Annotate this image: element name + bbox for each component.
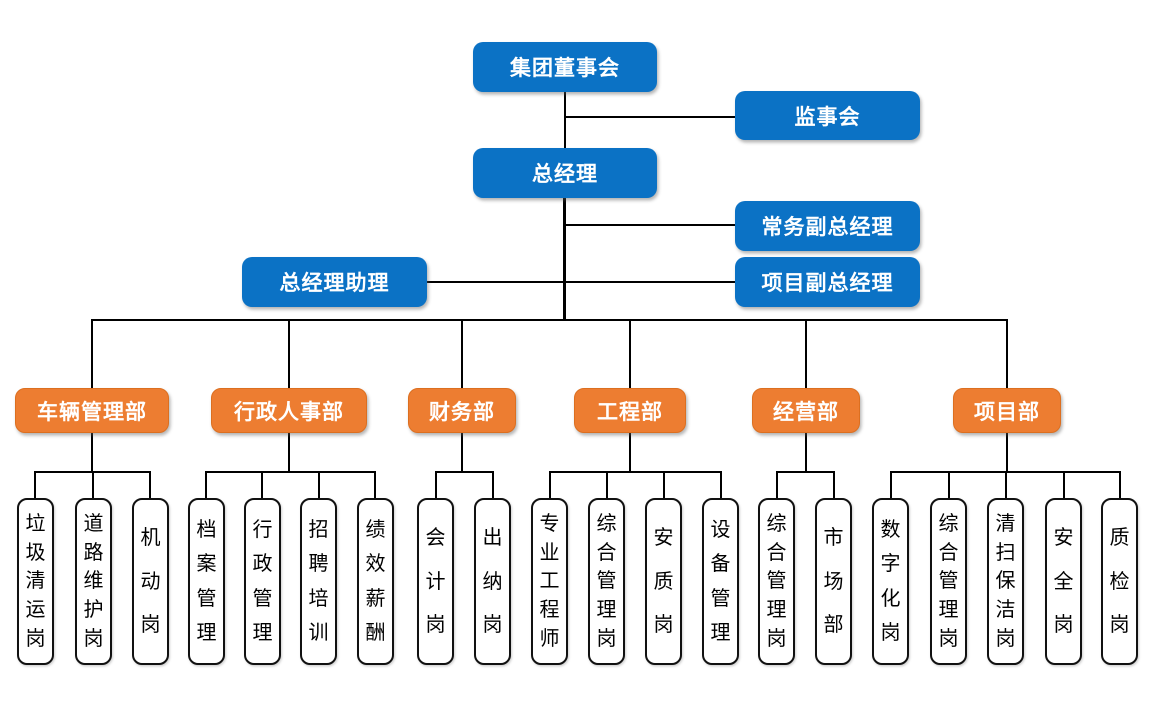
connector-line bbox=[565, 116, 735, 118]
connector-line bbox=[1119, 471, 1121, 498]
connector-line bbox=[149, 471, 151, 498]
connector-line bbox=[34, 471, 36, 498]
position-node: 行政管理 bbox=[244, 498, 281, 665]
connector-line bbox=[663, 471, 665, 498]
dept-node-admin-hr: 行政人事部 bbox=[211, 388, 367, 433]
position-node: 质检岗 bbox=[1101, 498, 1138, 665]
connector-line bbox=[461, 319, 463, 388]
connector-line bbox=[427, 281, 735, 283]
connector-line bbox=[288, 433, 290, 472]
connector-line bbox=[565, 224, 735, 226]
connector-line bbox=[206, 471, 375, 473]
connector-line bbox=[629, 433, 631, 472]
position-node: 档案管理 bbox=[188, 498, 225, 665]
connector-line bbox=[92, 471, 94, 498]
position-node: 数字化岗 bbox=[872, 498, 909, 665]
position-node: 垃圾清运岗 bbox=[17, 498, 54, 665]
position-node: 绩效薪酬 bbox=[357, 498, 394, 665]
connector-line bbox=[1005, 471, 1007, 498]
connector-line bbox=[1006, 433, 1008, 472]
node-project-deputy-gm: 项目副总经理 bbox=[735, 257, 920, 307]
connector-line bbox=[461, 433, 463, 472]
position-node: 出纳岗 bbox=[474, 498, 511, 665]
position-node: 综合管理岗 bbox=[758, 498, 795, 665]
connector-line bbox=[776, 471, 778, 498]
node-board: 集团董事会 bbox=[473, 42, 657, 92]
dept-node-finance: 财务部 bbox=[408, 388, 516, 433]
connector-line bbox=[205, 471, 207, 498]
position-node: 安质岗 bbox=[645, 498, 682, 665]
connector-line bbox=[261, 471, 263, 498]
position-node: 清扫保洁岗 bbox=[987, 498, 1024, 665]
connector-line bbox=[890, 471, 892, 498]
connector-line bbox=[805, 319, 807, 388]
connector-line bbox=[436, 471, 493, 473]
connector-line bbox=[435, 471, 437, 498]
position-node: 机动岗 bbox=[132, 498, 169, 665]
dept-node-project: 项目部 bbox=[953, 388, 1061, 433]
node-general-manager: 总经理 bbox=[473, 148, 657, 198]
dept-node-engineering: 工程部 bbox=[574, 388, 686, 433]
dept-node-vehicle-mgmt: 车辆管理部 bbox=[15, 388, 169, 433]
connector-line bbox=[91, 319, 93, 388]
connector-line bbox=[1063, 471, 1065, 498]
connector-line bbox=[91, 433, 93, 472]
dept-node-operations: 经营部 bbox=[752, 388, 860, 433]
connector-line bbox=[492, 471, 494, 498]
connector-line bbox=[318, 471, 320, 498]
connector-line bbox=[948, 471, 950, 498]
connector-line bbox=[1006, 319, 1008, 388]
connector-line bbox=[288, 319, 290, 388]
connector-line bbox=[606, 471, 608, 498]
connector-line bbox=[629, 319, 631, 388]
node-gm-assistant: 总经理助理 bbox=[242, 257, 427, 307]
position-node: 综合管理岗 bbox=[930, 498, 967, 665]
position-node: 综合管理岗 bbox=[588, 498, 625, 665]
connector-line bbox=[720, 471, 722, 498]
position-node: 道路维护岗 bbox=[75, 498, 112, 665]
connector-line bbox=[374, 471, 376, 498]
connector-line bbox=[563, 198, 566, 320]
position-node: 设备管理 bbox=[702, 498, 739, 665]
connector-line bbox=[550, 471, 721, 473]
connector-line bbox=[777, 471, 834, 473]
position-node: 招聘培训 bbox=[300, 498, 337, 665]
connector-line bbox=[805, 433, 807, 472]
position-node: 市场部 bbox=[815, 498, 852, 665]
node-exec-deputy-gm: 常务副总经理 bbox=[735, 201, 920, 251]
connector-line bbox=[833, 471, 835, 498]
connector-line bbox=[91, 319, 1007, 321]
position-node: 安全岗 bbox=[1045, 498, 1082, 665]
node-supervisory-board: 监事会 bbox=[735, 91, 920, 140]
position-node: 专业工程师 bbox=[531, 498, 568, 665]
connector-line bbox=[564, 92, 566, 148]
connector-line bbox=[549, 471, 551, 498]
position-node: 会计岗 bbox=[417, 498, 454, 665]
